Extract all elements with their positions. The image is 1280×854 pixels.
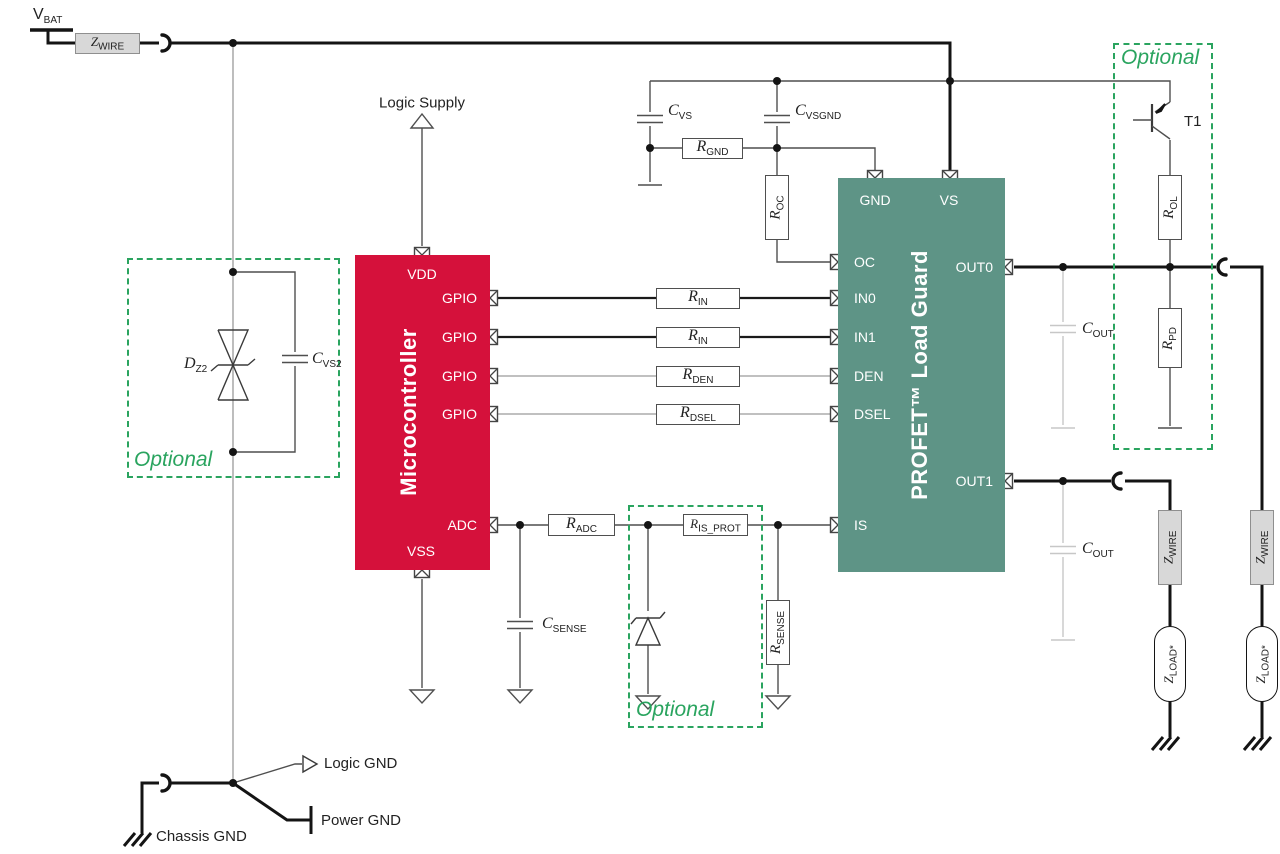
d-z2-label: DZ2: [184, 355, 208, 376]
z-wire-out0-resistor: ZWIRE: [1250, 510, 1274, 585]
microcontroller-title: Microcontroller: [396, 328, 421, 496]
c-vsgnd-label: CVSGND: [795, 102, 842, 123]
pin-label-gpio1: GPIO: [441, 290, 477, 306]
output-cap-wires: [1049, 267, 1077, 641]
pin-label-in1: IN1: [854, 329, 876, 345]
r-dsel-resistor: RDSEL: [656, 404, 740, 425]
c-out1-label: COUT: [1082, 540, 1114, 561]
optional-box-zener: [628, 505, 763, 728]
c-out0-capacitor: [1049, 324, 1077, 334]
c-out1-capacitor: [1049, 545, 1077, 555]
chassis-ground-symbol-load1: [1150, 735, 1181, 752]
logic-wires: [210, 43, 1183, 784]
r-den-resistor: RDEN: [656, 366, 740, 387]
r-is-prot-resistor: RIS_PROT: [683, 514, 748, 536]
pin-label-den: DEN: [854, 368, 884, 384]
c-vs-capacitor: [636, 114, 664, 124]
r-in0-resistor: RIN: [656, 288, 740, 309]
microcontroller-block: [355, 255, 490, 570]
pin-label-out1: OUT1: [955, 473, 993, 489]
tvs-diode-symbol: [217, 329, 250, 401]
chassis-gnd-label: Chassis GND: [156, 828, 247, 845]
logic-supply-label: Logic Supply: [379, 94, 465, 112]
r-pd-resistor: RPD: [1158, 308, 1182, 368]
r-sense-ground: [765, 695, 791, 710]
pin-label-out0: OUT0: [955, 259, 993, 275]
pin-label-vs: VS: [939, 192, 959, 208]
power-wires: [30, 28, 1273, 848]
pin-label-is: IS: [854, 517, 868, 533]
c-sense-label: CSENSE: [542, 615, 587, 636]
junction-dots: [229, 39, 1174, 787]
r-adc-resistor: RADC: [548, 514, 615, 536]
vss-ground: [409, 689, 435, 704]
c-vs-label: CVS: [668, 102, 693, 123]
t1-emitter-arrow: [1155, 103, 1166, 114]
profet-title: PROFET™ Load Guard: [907, 250, 932, 500]
c-sense-capacitor: [506, 620, 534, 630]
power-gnd-label: Power GND: [321, 812, 402, 829]
optional-box-tvs: [127, 258, 340, 478]
t1-label: T1: [1184, 113, 1202, 130]
c-sense-ground: [507, 689, 533, 704]
z-load2-impedance: ZLOAD*: [1246, 626, 1278, 702]
pin-label-adc: ADC: [447, 517, 477, 533]
z-load1-impedance: ZLOAD*: [1154, 626, 1186, 702]
r-sense-resistor: RSENSE: [766, 600, 790, 665]
pin-label-dsel: DSEL: [854, 406, 891, 422]
optional-label-t1: Optional: [1121, 46, 1200, 69]
r-ol-resistor: ROL: [1158, 175, 1182, 240]
pin-label-vdd: VDD: [407, 266, 437, 282]
logic-gnd-triangle: [302, 754, 319, 774]
chassis-ground-symbol-load2: [1242, 735, 1273, 752]
pin-label-gpio3: GPIO: [441, 368, 477, 384]
r-gnd-resistor: RGND: [682, 138, 743, 159]
chassis-ground-symbol-left: [122, 831, 153, 848]
c-vs2-label: CVS2: [312, 350, 342, 371]
pin-label-in0: IN0: [854, 290, 876, 306]
c-out0-label: COUT: [1082, 320, 1114, 341]
pin-label-oc: OC: [854, 254, 875, 270]
r-in1-resistor: RIN: [656, 327, 740, 348]
z-wire-battery-resistor: ZWIRE: [75, 33, 140, 54]
logic-gnd-label: Logic GND: [324, 755, 398, 772]
pin-label-vss: VSS: [406, 543, 436, 559]
c-vsgnd-capacitor: [763, 114, 791, 124]
z-wire-out1-resistor: ZWIRE: [1158, 510, 1182, 585]
logic-supply-triangle: [410, 113, 434, 129]
pin-label-gpio2: GPIO: [441, 329, 477, 345]
v-bat-label: VBAT: [33, 6, 63, 27]
pin-label-gnd: GND: [859, 192, 891, 208]
optional-box-t1: [1113, 43, 1213, 450]
profet-block: [838, 178, 1005, 572]
input-signal-wires: [498, 296, 830, 339]
optional-label-zener: Optional: [636, 698, 715, 721]
r-oc-resistor: ROC: [765, 175, 789, 240]
pin-label-gpio4: GPIO: [441, 406, 477, 422]
zener-diode-symbol: [634, 616, 662, 646]
optional-label-tvs: Optional: [134, 448, 213, 471]
